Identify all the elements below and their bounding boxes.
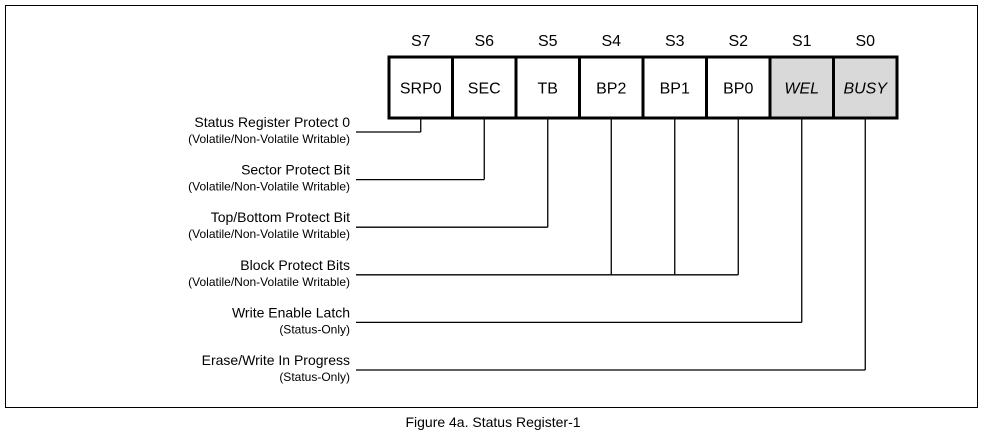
- bit-label-s5: S5: [538, 33, 558, 50]
- register-cell-srp0: [387, 55, 454, 120]
- field-label-write-enable-latch: Write Enable Latch: [232, 304, 350, 320]
- bit-labels: S7 S6 S5 S4 S3 S2 S1 S0: [411, 33, 875, 50]
- field-note-sector-protect-bit: (Volatile/Non-Volatile Writable): [188, 180, 350, 194]
- status-register-diagram: S7 S6 S5 S4 S3 S2 S1 S0 SRP0 SEC TB BP2 BP1 BP0 WEL BU…: [188, 33, 899, 384]
- connector-lines: [356, 119, 866, 371]
- register-cell-wel: [768, 55, 835, 120]
- register-cell-name-srp0: SRP0: [400, 81, 442, 98]
- register-cell-bp1: [641, 55, 708, 120]
- field-note-block-protect-bits: (Volatile/Non-Volatile Writable): [188, 275, 350, 289]
- bit-label-s2: S2: [728, 33, 748, 50]
- bit-label-s6: S6: [474, 33, 494, 50]
- register-cell-bp0: [705, 55, 772, 120]
- register-cell-name-busy: BUSY: [843, 81, 888, 98]
- register-cell-busy: [832, 55, 899, 120]
- register-cells: SRP0 SEC TB BP2 BP1 BP0 WEL BUSY: [387, 55, 899, 120]
- bit-label-s0: S0: [855, 33, 875, 50]
- bit-label-s7: S7: [411, 33, 431, 50]
- field-note-erase-write-in-progress: (Status-Only): [279, 370, 350, 384]
- register-cell-bp2: [578, 55, 645, 120]
- field-note-top-bottom-protect-bit: (Volatile/Non-Volatile Writable): [188, 227, 350, 241]
- field-label-sector-protect-bit: Sector Protect Bit: [241, 162, 350, 178]
- register-cell-name-bp2: BP2: [596, 81, 626, 98]
- field-label-erase-write-in-progress: Erase/Write In Progress: [202, 352, 350, 368]
- field-label-top-bottom-protect-bit: Top/Bottom Protect Bit: [211, 209, 350, 225]
- register-cell-name-tb: TB: [538, 81, 558, 98]
- bit-label-s4: S4: [601, 33, 621, 50]
- field-note-status-register-protect-0: (Volatile/Non-Volatile Writable): [188, 132, 350, 146]
- field-labels: Status Register Protect 0 (Volatile/Non-V…: [188, 114, 350, 384]
- register-cell-name-sec: SEC: [468, 81, 501, 98]
- field-note-write-enable-latch: (Status-Only): [279, 322, 350, 336]
- bit-label-s3: S3: [665, 33, 685, 50]
- register-cell-name-bp1: BP1: [660, 81, 690, 98]
- field-label-block-protect-bits: Block Protect Bits: [240, 257, 350, 273]
- register-cell-sec: [451, 55, 518, 120]
- figure-caption: Figure 4a. Status Register-1: [405, 414, 581, 430]
- diagram-frame: [5, 5, 978, 408]
- register-cell-name-bp0: BP0: [723, 81, 753, 98]
- register-cell-name-wel: WEL: [784, 81, 819, 98]
- bit-label-s1: S1: [792, 33, 812, 50]
- field-label-status-register-protect-0: Status Register Protect 0: [194, 114, 350, 130]
